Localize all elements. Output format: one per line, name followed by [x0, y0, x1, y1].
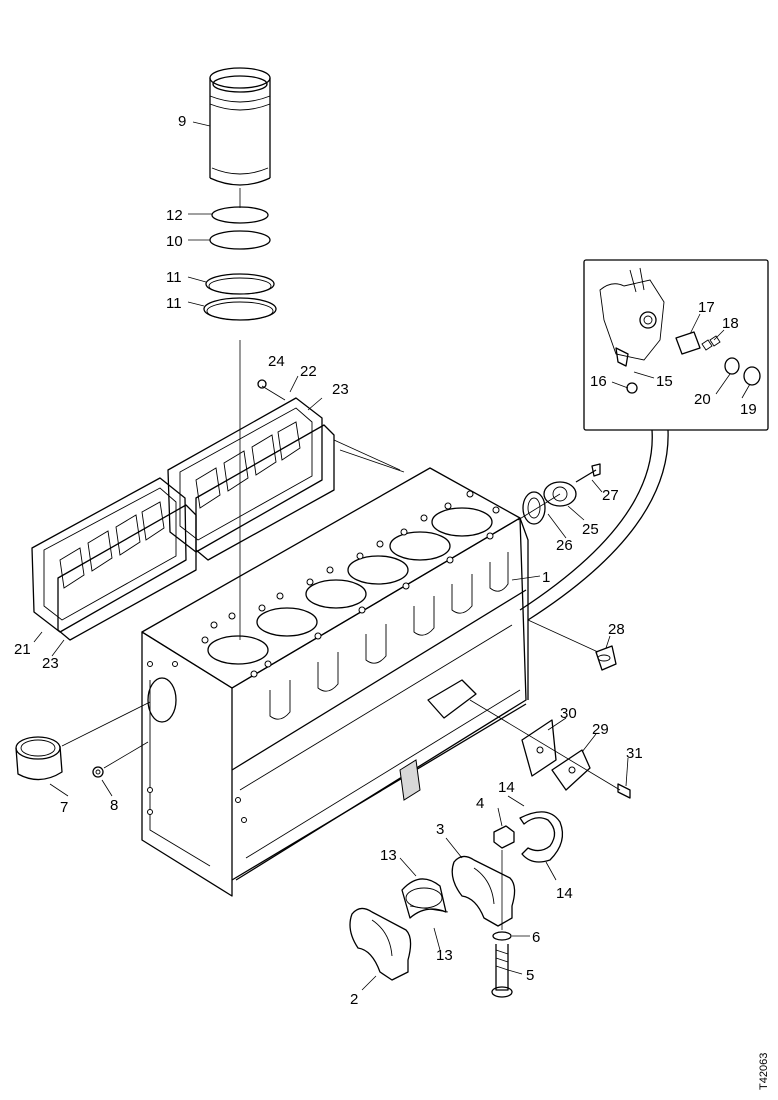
bolt-5	[491, 944, 513, 998]
callout-24: 24	[268, 353, 285, 370]
callout-13a: 13	[380, 847, 397, 864]
oil-cooler-pad	[427, 679, 477, 719]
washer-6	[492, 931, 512, 941]
callout-25: 25	[582, 521, 599, 538]
bracket-30	[521, 719, 557, 777]
block-plug	[399, 759, 421, 801]
plug-24	[257, 379, 267, 389]
callout-18: 18	[722, 315, 739, 332]
plug-8	[92, 766, 104, 778]
callout-19: 19	[740, 401, 757, 418]
drawing-code: T42063	[758, 1053, 770, 1090]
callout-14a: 14	[498, 779, 515, 796]
callout-1: 1	[542, 569, 550, 586]
bolt-31	[617, 783, 631, 799]
callout-3: 3	[436, 821, 444, 838]
callout-7: 7	[60, 799, 68, 816]
callout-14b: 14	[556, 885, 573, 902]
detail-inset	[583, 259, 769, 431]
cover-25	[543, 481, 577, 507]
callout-23b: 23	[42, 655, 59, 672]
callout-2: 2	[350, 991, 358, 1008]
fitting-28	[595, 645, 617, 671]
callout-30: 30	[560, 705, 577, 722]
main-bearing-cap-2	[349, 907, 412, 981]
callout-6: 6	[532, 929, 540, 946]
thrust-washer-14	[519, 811, 564, 863]
cylinder-bores	[207, 507, 493, 665]
callout-9: 9	[178, 113, 186, 130]
bracket-29	[551, 749, 591, 791]
nut-4	[493, 825, 515, 849]
head-bolt-holes	[201, 490, 500, 678]
callout-5: 5	[526, 967, 534, 984]
tappet-cover-gasket-left	[57, 504, 197, 641]
callout-20: 20	[694, 391, 711, 408]
callout-23a: 23	[332, 381, 349, 398]
liner-sleeve	[15, 736, 63, 781]
main-bearing-cap-3	[451, 855, 516, 927]
callout-17: 17	[698, 299, 715, 316]
callout-labels: 1 2 3 4 5 6 7 8 9 10 11 11 12 13 13 14 1…	[14, 113, 757, 1008]
callout-16: 16	[590, 373, 607, 390]
callout-13b: 13	[436, 947, 453, 964]
callout-28: 28	[608, 621, 625, 638]
callout-12: 12	[166, 207, 183, 224]
front-face-holes	[147, 661, 247, 823]
callout-26: 26	[556, 537, 573, 554]
callout-21: 21	[14, 641, 31, 658]
callout-10: 10	[166, 233, 183, 250]
tappet-cover-right	[167, 397, 323, 553]
callout-4: 4	[476, 795, 484, 812]
liner-seal-rings	[203, 206, 277, 321]
callout-22: 22	[300, 363, 317, 380]
callout-8: 8	[110, 797, 118, 814]
tappet-cover-left	[31, 477, 187, 633]
callout-27: 27	[602, 487, 619, 504]
callout-31: 31	[626, 745, 643, 762]
callout-leaders	[33, 121, 751, 991]
cylinder-liner	[209, 67, 271, 186]
bolt-27	[575, 463, 601, 483]
gasket-26	[522, 491, 546, 525]
callout-11a: 11	[166, 269, 182, 286]
engine-block	[141, 467, 529, 897]
bearing-shell-13	[401, 878, 447, 919]
callout-29: 29	[592, 721, 609, 738]
callout-15: 15	[656, 373, 673, 390]
callout-11b: 11	[166, 295, 182, 312]
inset-connector	[519, 429, 653, 611]
tappet-cover-gasket-right	[195, 424, 335, 561]
